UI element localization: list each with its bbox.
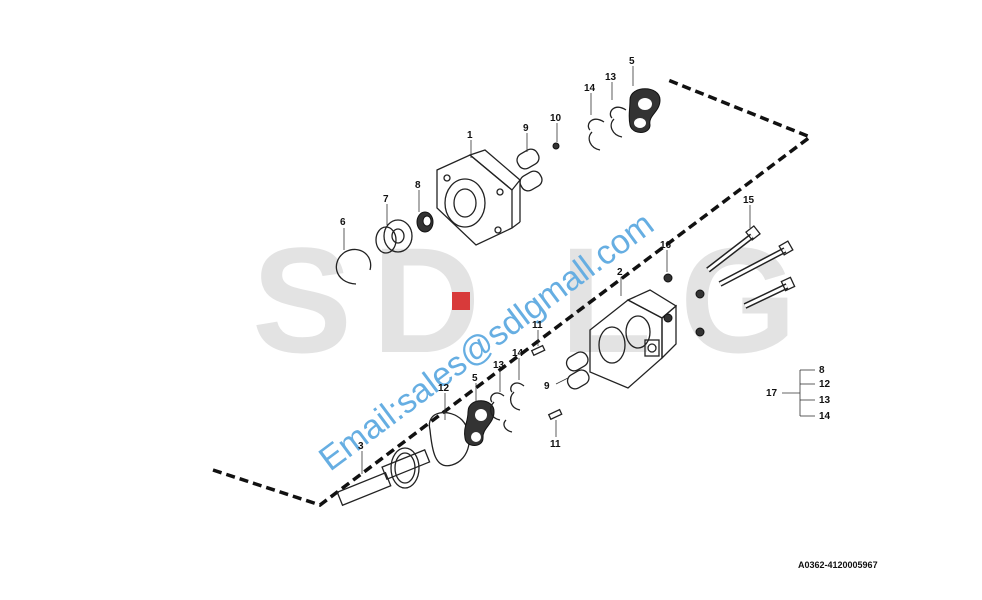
seal-13-lower <box>489 392 505 421</box>
watermark-letter-s: S <box>252 216 352 384</box>
bushing-pair-9-lower <box>565 351 590 390</box>
assembly-dashed-outline <box>212 78 814 507</box>
kit-item-12: 12 <box>819 379 831 390</box>
bolt-set-15 <box>706 225 796 309</box>
callout-12: 12 <box>438 383 450 394</box>
diagram-reference-number: A0362-4120005967 <box>798 560 878 570</box>
callout-9-upper: 9 <box>523 123 529 134</box>
lower-housing-group <box>336 225 796 507</box>
bushing-pair-9-upper <box>516 148 543 192</box>
upper-cover-group <box>335 88 661 285</box>
seal-14-upper <box>587 118 605 151</box>
kit-item-8: 8 <box>819 365 825 376</box>
callout-15: 15 <box>743 195 755 206</box>
kit-item-14: 14 <box>819 411 831 422</box>
callout-2: 2 <box>617 267 623 278</box>
callout-8: 8 <box>415 180 421 191</box>
callout-16: 16 <box>660 240 672 251</box>
callout-13-upper: 13 <box>605 72 617 83</box>
callout-11-lower: 11 <box>550 439 561 450</box>
callout-14-lower: 14 <box>512 348 524 359</box>
pin-10 <box>552 142 560 150</box>
callout-11-upper: 11 <box>532 320 543 331</box>
washer-nut-set-16 <box>663 273 705 337</box>
callout-9-lower: 9 <box>544 381 550 392</box>
callout-5-lower: 5 <box>472 373 478 384</box>
kit-item-13: 13 <box>819 395 831 406</box>
snap-ring-6 <box>335 248 372 285</box>
callout-1: 1 <box>467 130 473 141</box>
callout-14-upper: 14 <box>584 83 596 94</box>
o-ring-12 <box>428 411 470 467</box>
watermark-letter-g: G <box>680 216 797 384</box>
callout-5-upper: 5 <box>629 56 635 67</box>
watermark-letter-l: L <box>560 216 652 384</box>
leader-lines <box>343 66 751 474</box>
watermark-red-square <box>452 292 470 310</box>
callout-3: 3 <box>358 441 364 452</box>
callout-7: 7 <box>383 194 389 205</box>
gear-housing-2 <box>589 289 678 389</box>
seal-14-lower <box>509 382 525 411</box>
seal-13-upper <box>609 106 627 138</box>
callout-labels: 1 2 3 5 5 6 7 8 9 9 10 11 11 12 13 13 14… <box>340 56 755 452</box>
callout-10: 10 <box>550 113 562 124</box>
kit-label: 17 <box>766 388 778 399</box>
callout-6: 6 <box>340 217 346 228</box>
dowel-pin-11-upper <box>530 344 546 357</box>
kit-legend-17: 17 8 12 13 14 <box>766 365 831 422</box>
dowel-pin-11-lower <box>547 408 563 421</box>
callout-13-lower: 13 <box>493 360 505 371</box>
drive-gear-shaft-3 <box>336 447 431 507</box>
watermark-logo: S D L G <box>252 216 797 384</box>
